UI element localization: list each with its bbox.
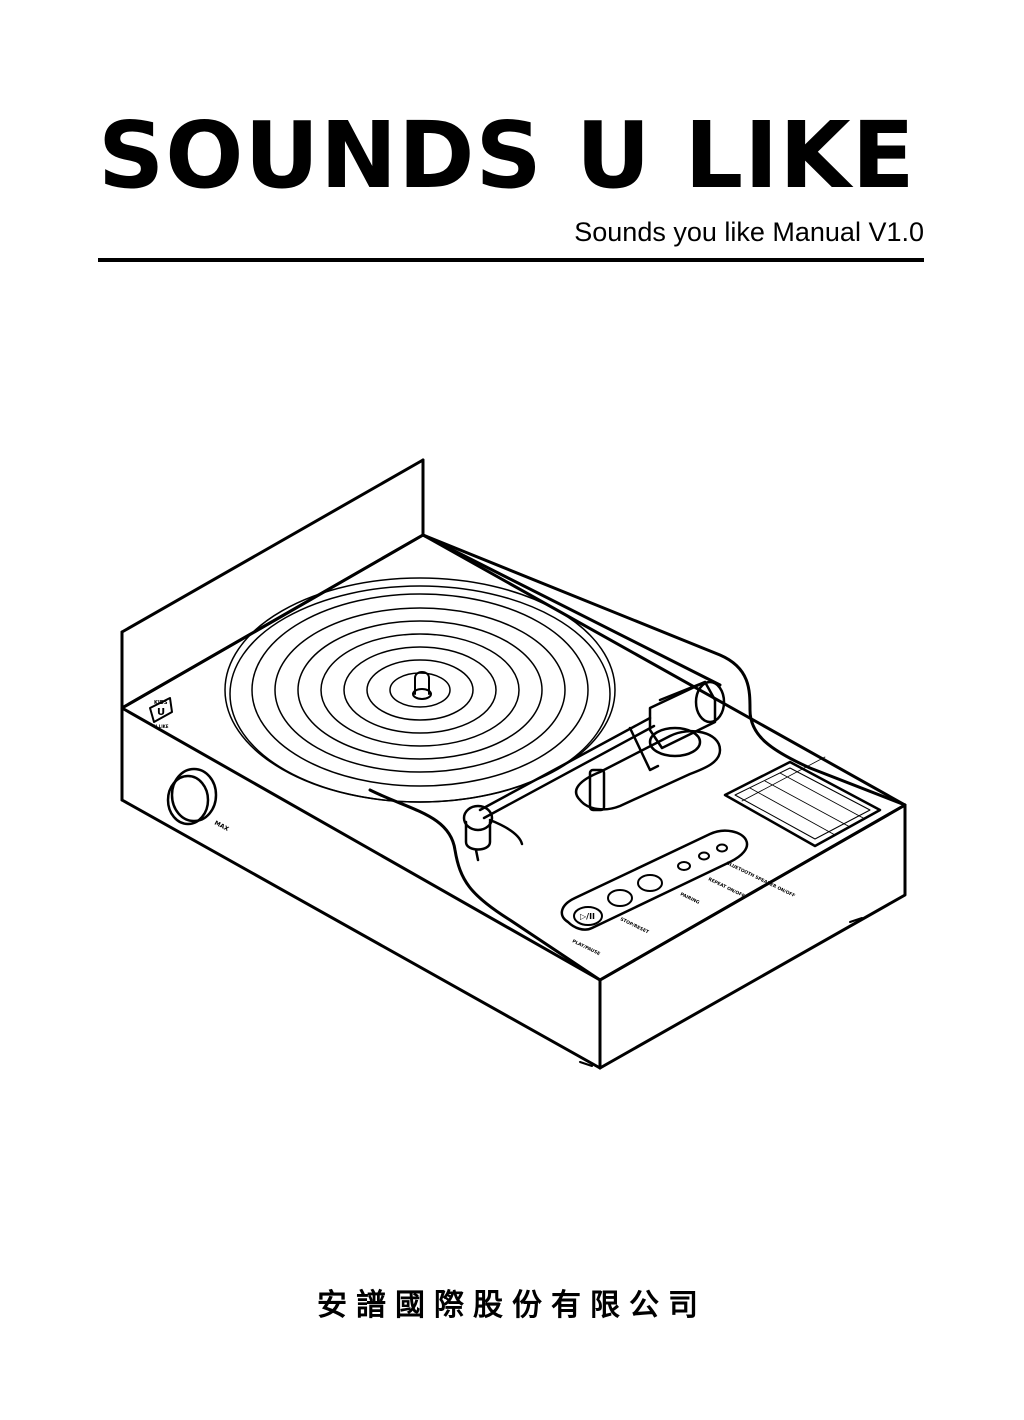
lid-back-outline <box>120 458 722 802</box>
control-panel <box>560 829 749 931</box>
kids-logo-badge <box>149 697 173 723</box>
pairing-button[interactable] <box>677 861 691 871</box>
repeat-button[interactable] <box>637 874 663 892</box>
stop-reset-label: STOP/RESET <box>619 916 650 935</box>
platter <box>224 577 616 803</box>
tonearm-arm <box>478 716 660 820</box>
turntable-illustration: MAX U KIDS U LIKE ▷/II PLAY/PAUSE STOP/R… <box>120 458 907 1070</box>
lid-side-curve <box>368 533 907 982</box>
speaker-grille <box>723 756 882 848</box>
logo-bottom-label: U LIKE <box>154 724 169 729</box>
play-pause-symbol: ▷/II <box>580 912 595 921</box>
header-divider <box>98 258 924 262</box>
spindle <box>412 671 432 700</box>
pairing-label: PAIRING <box>679 891 700 906</box>
manual-subtitle: Sounds you like Manual V1.0 <box>574 217 924 247</box>
feet <box>579 917 863 1067</box>
play-pause-button[interactable] <box>573 906 603 926</box>
bluetooth-button[interactable] <box>698 843 728 861</box>
tonearm-headshell <box>462 804 524 862</box>
company-name: 安譜國際股份有限公司 <box>317 1288 707 1323</box>
tonearm-pivot <box>648 680 726 750</box>
logo-top-label: KIDS <box>154 700 168 706</box>
stop-reset-button[interactable] <box>607 889 633 907</box>
brand-title: SOUNDS U LIKE <box>98 102 916 209</box>
logo-letter: U <box>157 707 165 718</box>
play-pause-caption: PLAY/PAUSE <box>571 938 601 957</box>
repeat-label: REPEAT ON/OFF <box>707 876 745 899</box>
volume-knob[interactable] <box>166 767 218 826</box>
tonearm-base <box>574 726 722 811</box>
volume-max-label: MAX <box>213 820 230 834</box>
